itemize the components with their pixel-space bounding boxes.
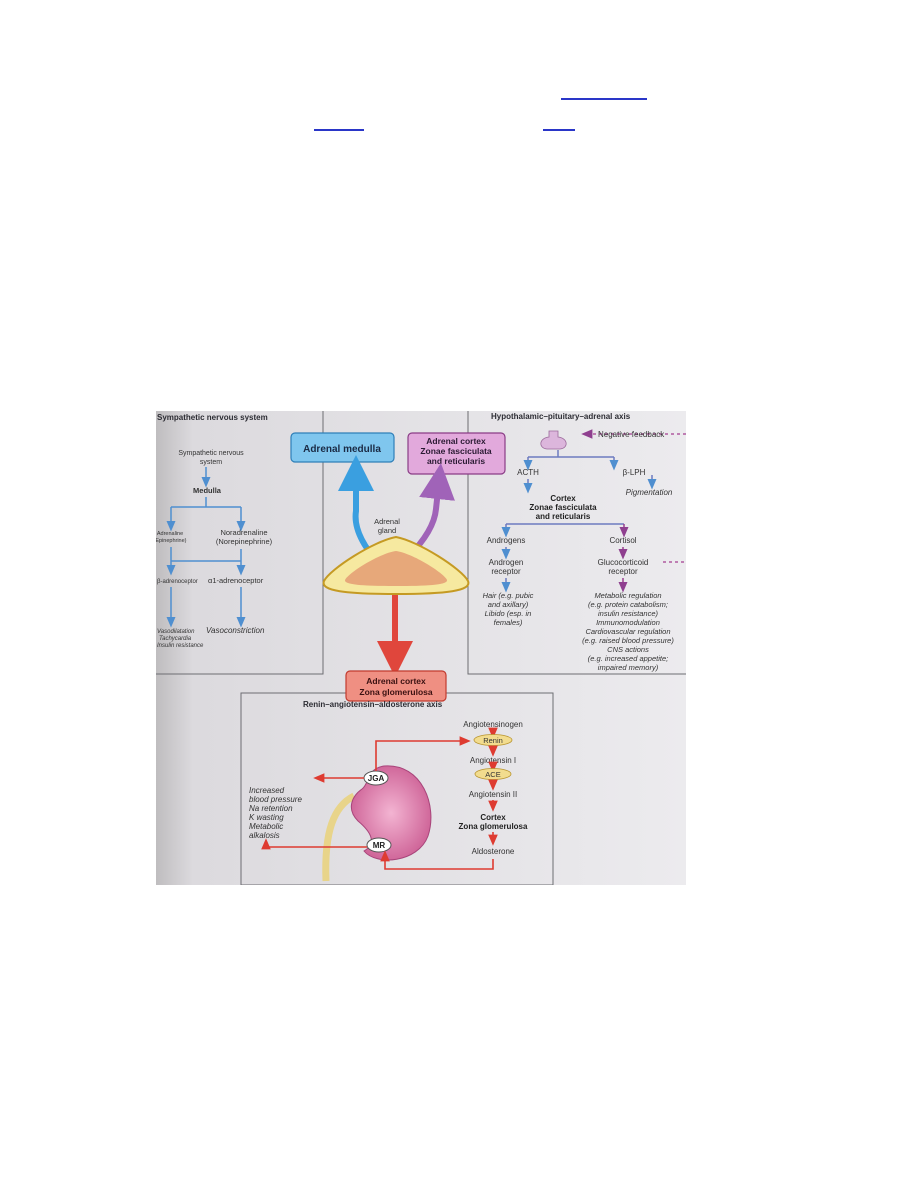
raa-angiotensinogen: Angiotensinogen — [463, 720, 523, 729]
hpa-cortex-line1: Cortex — [550, 494, 576, 503]
hpa-cortex-line3: and reticularis — [536, 512, 591, 521]
sns-noradrenaline-line2: (Norepinephrine) — [216, 537, 273, 546]
renin-node — [473, 734, 513, 746]
adrenal-cortex-zg-line1: Adrenal cortex — [366, 676, 426, 686]
hyperlink-underline-3[interactable] — [543, 129, 575, 131]
adrenal-gland-line2: gland — [378, 526, 396, 535]
raa-cortex-line1: Cortex — [480, 813, 506, 822]
hpa-cortisol-effect-7: CNS actions — [607, 645, 649, 654]
hpa-androgen-receptor-line1: Androgen — [489, 558, 524, 567]
hpa-acth: ACTH — [517, 468, 539, 477]
raa-effect-2: blood pressure — [249, 795, 302, 804]
raa-angiotensin2: Angiotensin II — [469, 790, 517, 799]
hpa-blph: β-LPH — [623, 468, 646, 477]
pituitary-icon — [540, 430, 567, 450]
raa-angiotensin1: Angiotensin I — [470, 756, 516, 765]
sns-beta-effect-3: Insulin resistance — [157, 643, 204, 649]
sns-adrenaline-line2: (Epinephrine) — [156, 538, 187, 544]
sns-adrenaline-line1: Adrenaline — [157, 531, 183, 537]
sns-title: Sympathetic nervous system — [157, 413, 268, 422]
hpa-cortisol-effect-2: (e.g. protein catabolism; — [588, 600, 668, 609]
adrenal-medulla-label: Adrenal medulla — [303, 444, 381, 455]
hpa-pigmentation: Pigmentation — [626, 488, 673, 497]
adrenal-gland-line1: Adrenal — [374, 517, 400, 526]
adrenal-cortex-fr-line3: and reticularis — [427, 456, 485, 466]
sns-alpha-effect: Vasoconstriction — [206, 626, 265, 635]
hpa-panel: Hypothalamic–pituitary–adrenal axis Nega… — [483, 412, 686, 672]
hyperlink-underline-2[interactable] — [314, 129, 364, 131]
sns-beta-receptor: β-adrenoceptor — [157, 579, 198, 585]
sns-medulla: Medulla — [193, 486, 222, 495]
hpa-glucocorticoid-receptor-line1: Glucocorticoid — [598, 558, 649, 567]
hpa-androgen-effects: Hair (e.g. pubic and axillary) Libido (e… — [483, 591, 534, 627]
hpa-cortisol-effect-1: Metabolic regulation — [594, 591, 661, 600]
hpa-androgen-effect-1: Hair (e.g. pubic — [483, 591, 534, 600]
hpa-cortisol-effect-3: insulin resistance) — [598, 609, 659, 618]
raa-effects: Increased blood pressure Na retention K … — [249, 786, 302, 840]
hpa-title: Hypothalamic–pituitary–adrenal axis — [491, 412, 631, 421]
hpa-cortex-line2: Zonae fasciculata — [529, 503, 597, 512]
hpa-cortisol-effect-5: Cardiovascular regulation — [585, 627, 670, 636]
hpa-glucocorticoid-receptor-line2: receptor — [608, 567, 638, 576]
raa-title: Renin–angiotensin–aldosterone axis — [303, 700, 443, 709]
raa-renin: Renin — [483, 736, 503, 745]
raa-mr: MR — [373, 841, 386, 850]
hpa-cortisol: Cortisol — [609, 536, 636, 545]
adrenal-cortex-fr-line2: Zonae fasciculata — [420, 446, 492, 456]
raa-jga: JGA — [368, 774, 385, 783]
hpa-negative-feedback: Negative feedback — [598, 430, 665, 439]
ureter — [322, 792, 356, 882]
sns-alpha-receptor: α1-adrenoceptor — [208, 576, 264, 585]
hyperlink-underline-1[interactable] — [561, 98, 647, 100]
raa-panel: Renin–angiotensin–aldosterone axis JGA M… — [249, 700, 528, 882]
sns-beta-effect-2: Tachycardia — [159, 636, 192, 642]
sns-panel: Sympathetic nervous system Sympathetic n… — [156, 413, 273, 649]
adrenal-physiology-figure: Sympathetic nervous system Sympathetic n… — [156, 411, 686, 885]
sns-beta-effect-1: Vasodilatation — [157, 629, 195, 635]
raa-cortex-line2: Zona glomerulosa — [459, 822, 528, 831]
raa-effect-3: Na retention — [249, 804, 293, 813]
adrenal-cortex-zg-box — [345, 670, 447, 702]
hpa-cortisol-effect-6: (e.g. raised blood pressure) — [582, 636, 674, 645]
hpa-androgens: Androgens — [487, 536, 526, 545]
center-panel: Adrenal medulla Adrenal cortex Zonae fas… — [290, 432, 506, 702]
ace-node — [474, 768, 512, 780]
hpa-androgen-effect-4: females) — [494, 618, 523, 627]
hpa-cortisol-effect-9: impaired memory) — [598, 663, 659, 672]
hpa-androgen-receptor-line2: receptor — [491, 567, 521, 576]
raa-effect-5: Metabolic — [249, 822, 283, 831]
raa-ace: ACE — [485, 770, 500, 779]
sns-noradrenaline-line1: Noradrenaline — [220, 528, 267, 537]
adrenal-cortex-fr-line1: Adrenal cortex — [426, 436, 486, 446]
mr-node — [366, 837, 392, 853]
sns-top-label-line1: Sympathetic nervous — [178, 450, 244, 457]
adrenal-cortex-zg-line2: Zona glomerulosa — [359, 687, 432, 697]
hpa-cortisol-effect-8: (e.g. increased appetite; — [588, 654, 668, 663]
raa-effect-4: K wasting — [249, 813, 284, 822]
hpa-cortisol-effect-4: Immunomodulation — [596, 618, 660, 627]
raa-effect-6: alkalosis — [249, 831, 280, 840]
raa-effect-1: Increased — [249, 786, 285, 795]
hpa-cortisol-effects: Metabolic regulation (e.g. protein catab… — [582, 591, 674, 672]
adrenal-medulla-core — [344, 551, 448, 586]
raa-aldosterone: Aldosterone — [472, 847, 515, 856]
sns-top-label-line2: system — [200, 459, 222, 466]
hpa-androgen-effect-3: Libido (esp. in — [485, 609, 532, 618]
hpa-androgen-effect-2: and axillary) — [488, 600, 529, 609]
